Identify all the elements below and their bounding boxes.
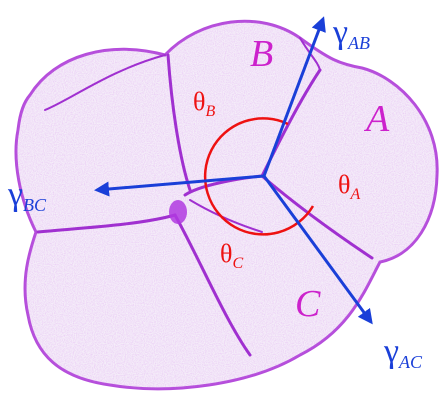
tension-symbol-ac: γ — [383, 333, 399, 370]
angle-arc — [203, 117, 315, 236]
angle-sub-a: A — [349, 186, 360, 203]
vector-ac — [262, 175, 373, 325]
cell-label-c: C — [295, 283, 321, 325]
vector-ab — [262, 16, 326, 177]
angle-label-b: θB — [193, 87, 215, 120]
tension-symbol-ab: γ — [332, 14, 348, 51]
cell-label-a: A — [363, 98, 390, 140]
angle-sub-b: B — [205, 103, 215, 120]
tension-symbol-bc: γ — [7, 176, 23, 213]
angle-labels: θB θA θC — [193, 87, 360, 272]
vector-bc — [94, 174, 265, 197]
membrane-left-upper-cell — [44, 54, 166, 111]
cell-labels: B A C — [250, 33, 390, 325]
angle-sub-c: C — [232, 255, 243, 272]
angle-symbol-a: θ — [338, 170, 350, 199]
angle-symbol-c: θ — [220, 239, 232, 268]
cell-label-b: B — [250, 33, 273, 75]
tension-label-ac: γAC — [383, 333, 423, 372]
cluster-texture — [16, 21, 438, 389]
tension-sub-ac: AC — [398, 352, 423, 372]
tension-label-bc: γBC — [7, 176, 47, 215]
membrane-a-inner — [299, 37, 321, 71]
cell-membranes — [36, 37, 374, 357]
membrane-b-left — [166, 53, 192, 192]
tension-vectors — [94, 16, 373, 325]
tension-labels: γAB γBC γAC — [7, 14, 423, 372]
membrane-c-lower — [173, 213, 252, 357]
membrane-c-right — [189, 199, 263, 233]
tension-sub-bc: BC — [23, 195, 47, 215]
junction-spot — [169, 200, 187, 224]
membrane-bc — [36, 213, 177, 234]
tension-label-ab: γAB — [332, 14, 370, 53]
tension-sub-ab: AB — [347, 33, 370, 53]
angle-label-c: θC — [220, 239, 243, 272]
angle-symbol-b: θ — [193, 87, 205, 116]
angle-label-a: θA — [338, 170, 360, 203]
cell-cluster — [14, 19, 439, 391]
